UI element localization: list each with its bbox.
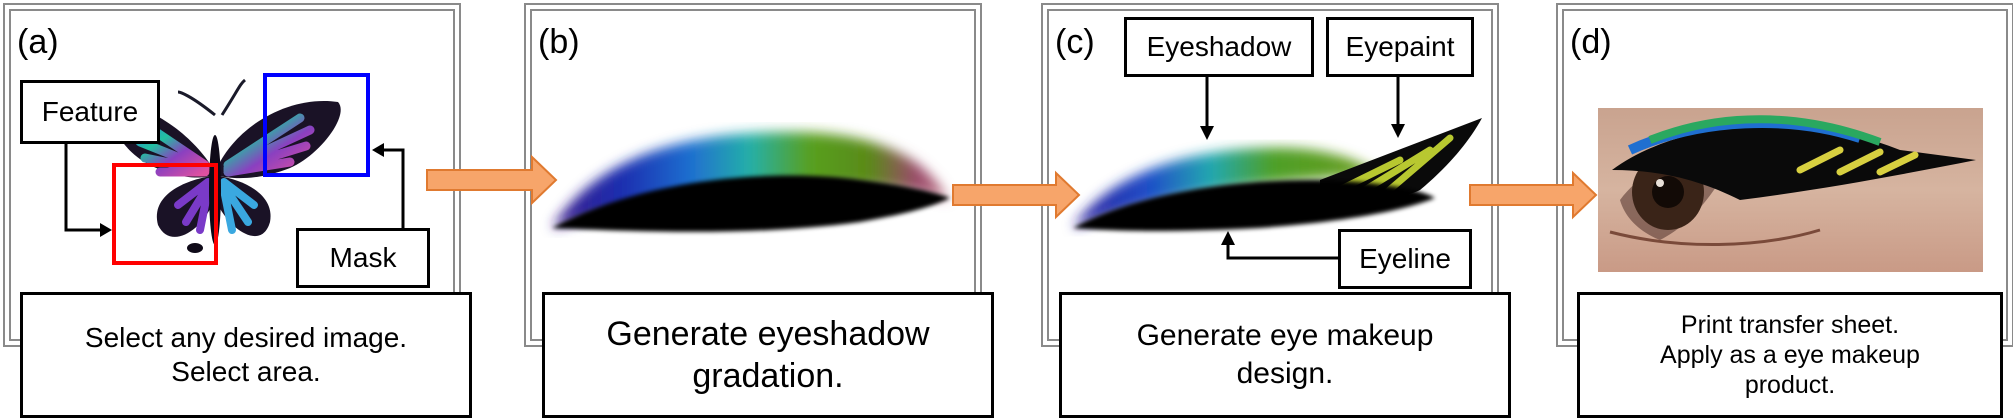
caption-c: Generate eye makeup design. bbox=[1059, 292, 1511, 418]
panel-letter: (d) bbox=[1570, 23, 1612, 61]
caption-text: Generate eye makeup design. bbox=[1136, 319, 1434, 390]
panel-letter: (b) bbox=[538, 23, 580, 61]
eyeline-label: Eyeline bbox=[1359, 243, 1451, 274]
mask-label-box: Mask bbox=[296, 228, 430, 288]
caption-text: Generate eyeshadow gradation. bbox=[606, 315, 930, 395]
caption-text: Print transfer sheet. Apply as a eye mak… bbox=[1660, 311, 1920, 399]
feature-label-box: Feature bbox=[20, 80, 160, 144]
caption-b: Generate eyeshadow gradation. bbox=[542, 292, 994, 418]
feature-label: Feature bbox=[41, 96, 139, 127]
caption-text: Select any desired image. Select area. bbox=[84, 322, 408, 387]
eyeshadow-label: Eyeshadow bbox=[1146, 31, 1292, 62]
eyeshadow-label-box: Eyeshadow bbox=[1124, 17, 1314, 77]
eyepaint-label: Eyepaint bbox=[1345, 31, 1455, 62]
panel-letter: (a) bbox=[17, 23, 59, 61]
panel-letter: (c) bbox=[1055, 23, 1095, 61]
mask-label: Mask bbox=[329, 242, 397, 273]
eyeline-label-box: Eyeline bbox=[1338, 229, 1472, 289]
caption-a: Select any desired image. Select area. bbox=[20, 292, 472, 418]
caption-d: Print transfer sheet. Apply as a eye mak… bbox=[1577, 292, 2003, 418]
eyepaint-label-box: Eyepaint bbox=[1326, 17, 1474, 77]
